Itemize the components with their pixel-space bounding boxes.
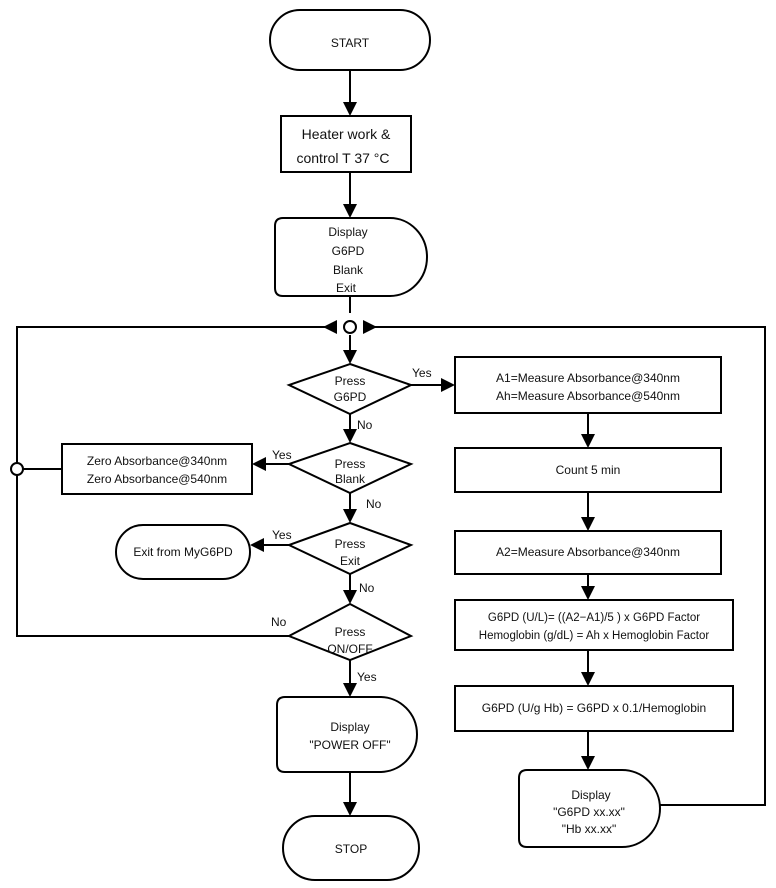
- measure1-box: A1=Measure Absorbance@340nm Ah=Measure A…: [454, 356, 722, 414]
- decision-exit-line-2: Exit: [340, 554, 361, 568]
- result-line-2: "G6PD xx.xx": [553, 805, 625, 819]
- display-result: Display "G6PD xx.xx" "Hb xx.xx": [518, 769, 661, 848]
- decision-onoff-line-2: ON/OFF: [327, 642, 372, 656]
- measure1-line-2: Ah=Measure Absorbance@540nm: [496, 389, 680, 403]
- zero-absorbance-box: Zero Absorbance@340nm Zero Absorbance@54…: [61, 443, 253, 495]
- decision-blank: Press Blank: [286, 441, 414, 495]
- label-yes-onoff: Yes: [357, 670, 377, 684]
- decision-onoff-line-1: Press: [335, 625, 366, 639]
- decision-exit-line-1: Press: [335, 537, 366, 551]
- display-menu: Display G6PD Blank Exit: [274, 217, 428, 297]
- decision-g6pd-line-2: G6PD: [334, 390, 367, 404]
- display-power-off: Display "POWER OFF": [276, 696, 418, 773]
- power-off-line-1: Display: [330, 720, 369, 734]
- label-yes-g6pd: Yes: [412, 366, 432, 380]
- stop-terminal: STOP: [282, 815, 420, 881]
- label-no-g6pd: No: [357, 418, 373, 432]
- junction-left: [10, 462, 24, 476]
- connectors: [16, 70, 766, 808]
- decision-blank-line-2: Blank: [335, 472, 366, 486]
- count-box: Count 5 min: [454, 447, 722, 493]
- start-label: START: [331, 36, 370, 50]
- label-yes-exit: Yes: [272, 528, 292, 542]
- stop-label: STOP: [335, 842, 367, 856]
- ratio-label: G6PD (U/g Hb) = G6PD x 0.1/Hemoglobin: [482, 701, 706, 715]
- display-menu-line-3: Blank: [333, 263, 364, 277]
- ratio-box: G6PD (U/g Hb) = G6PD x 0.1/Hemoglobin: [454, 685, 734, 732]
- result-line-3: "Hb xx.xx": [562, 822, 617, 836]
- measure2-label: A2=Measure Absorbance@340nm: [496, 545, 680, 559]
- zero-line-1: Zero Absorbance@340nm: [87, 454, 227, 468]
- decision-exit: Press Exit: [286, 521, 414, 576]
- start-terminal: START: [269, 9, 431, 71]
- heater-line-2: control T 37 °C: [296, 150, 389, 166]
- decision-g6pd-line-1: Press: [335, 374, 366, 388]
- junction-top: [343, 320, 357, 334]
- display-menu-line-4: Exit: [336, 281, 357, 295]
- formula-line-1: G6PD (U/L)= ((A2−A1)/5 ) x G6PD Factor: [488, 612, 700, 624]
- formula-box: G6PD (U/L)= ((A2−A1)/5 ) x G6PD Factor H…: [454, 599, 734, 651]
- power-off-line-2: "POWER OFF": [309, 738, 390, 752]
- heater-process: Heater work & control T 37 °C: [280, 115, 412, 173]
- arrowheads: [250, 102, 595, 816]
- decision-onoff: Press ON/OFF: [286, 602, 414, 662]
- label-no-blank: No: [366, 497, 382, 511]
- heater-line-1: Heater work &: [302, 126, 391, 142]
- count-label: Count 5 min: [556, 463, 621, 477]
- formula-line-2: Hemoglobin (g/dL) = Ah x Hemoglobin Fact…: [479, 630, 710, 642]
- result-line-1: Display: [571, 788, 610, 802]
- exit-terminal: Exit from MyG6PD: [115, 524, 251, 580]
- display-menu-line-1: Display: [328, 225, 367, 239]
- zero-line-2: Zero Absorbance@540nm: [87, 472, 227, 486]
- display-menu-line-2: G6PD: [332, 244, 365, 258]
- label-yes-blank: Yes: [272, 448, 292, 462]
- label-no-onoff: No: [271, 615, 287, 629]
- measure1-line-1: A1=Measure Absorbance@340nm: [496, 371, 680, 385]
- measure2-box: A2=Measure Absorbance@340nm: [454, 530, 722, 575]
- exit-label: Exit from MyG6PD: [133, 545, 233, 559]
- label-no-exit: No: [359, 581, 375, 595]
- decision-blank-line-1: Press: [335, 457, 366, 471]
- decision-g6pd: Press G6PD: [286, 362, 414, 416]
